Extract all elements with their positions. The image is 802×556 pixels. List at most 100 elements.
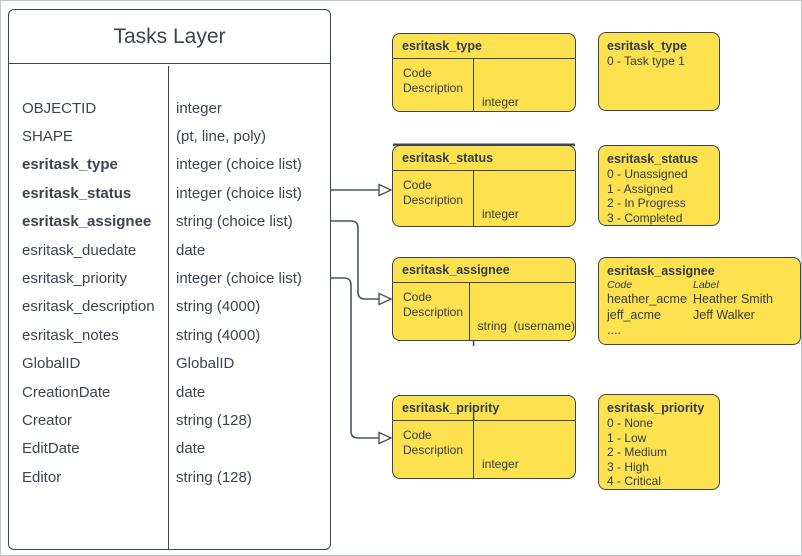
field-type: integer <box>482 207 519 221</box>
field-type: integer (choice list) <box>176 156 302 174</box>
column-header-code: Code <box>607 279 633 291</box>
field-name: Description <box>403 192 464 207</box>
field-type: string (4000) <box>176 298 261 316</box>
field-type: string (choice list) <box>176 213 293 231</box>
field-name: esritask_notes <box>22 326 119 344</box>
field-name: esritask_type <box>22 156 118 174</box>
value-cell <box>693 323 792 339</box>
field-type: integer (choice list) <box>176 184 302 202</box>
value-cell: .... <box>607 323 621 337</box>
value-table: heather_acme Heather Smith jeff_acme Jeff W… <box>607 292 792 339</box>
field-type: date <box>176 241 206 259</box>
field-name: Creator <box>22 411 73 429</box>
domain-box-esritask-status[interactable]: esritask_status Code Description integer… <box>392 145 576 227</box>
field-type: string (128) <box>176 468 252 486</box>
field-name: esritask_priority <box>22 269 128 287</box>
value-line: 1 - Assigned <box>607 181 674 196</box>
field-name: esritask_status <box>22 184 132 202</box>
value-line: 0 - Unassigned <box>607 167 688 181</box>
field-name: esritask_description <box>22 298 155 316</box>
tasks-layer-field-row: Editor string (128) <box>9 464 330 492</box>
value-box-esritask-type[interactable]: esritask_type 0 - Task type 1 <box>598 32 720 111</box>
domain-box-title: esritask_priority <box>393 396 575 421</box>
value-row: heather_acme Heather Smith <box>607 292 792 308</box>
field-name: esritask_duedate <box>22 241 137 259</box>
tasks-layer-field-row: esritask_duedate date <box>9 237 330 265</box>
value-line: 2 - In Progress <box>607 196 686 211</box>
value-box-title: esritask_assignee <box>607 264 715 278</box>
value-line: 1 - Low <box>607 430 647 445</box>
value-row: jeff_acme Jeff Walker <box>607 308 792 324</box>
value-line: 3 - High <box>607 459 650 474</box>
field-type: string (4000) <box>176 326 261 344</box>
tasks-layer-field-row: GlobalID GlobalID <box>9 350 330 378</box>
field-name: esritask_assignee <box>22 213 152 231</box>
field-type: date <box>176 383 206 401</box>
field-name: Editor <box>22 468 62 486</box>
tasks-layer-title: Tasks Layer <box>9 10 330 64</box>
field-name: Code <box>403 290 432 304</box>
value-line: 0 - None <box>607 416 654 430</box>
value-cell: heather_acme <box>607 292 687 306</box>
tasks-layer-field-row: esritask_description string (4000) <box>9 293 330 321</box>
domain-box-esritask-assignee[interactable]: esritask_assignee Code Description strin… <box>392 257 576 341</box>
domain-box-title: esritask_status <box>393 146 575 171</box>
connector-assignee <box>331 220 379 300</box>
field-name: EditDate <box>22 440 80 458</box>
value-line: 2 - Medium <box>607 445 668 460</box>
field-type: integer <box>176 99 222 117</box>
tasks-layer-field-row: esritask_type integer (choice list) <box>9 151 330 179</box>
value-box-title: esritask_status <box>607 152 699 166</box>
field-type: date <box>176 440 206 458</box>
field-name: SHAPE <box>22 127 73 145</box>
tasks-layer-field-row: esritask_notes string (4000) <box>9 322 330 350</box>
field-name: Code <box>403 178 432 192</box>
domain-box-esritask-type[interactable]: esritask_type Code Description integer s… <box>392 33 576 112</box>
field-name: CreationDate <box>22 383 111 401</box>
value-box-title: esritask_priority <box>607 401 705 415</box>
value-row: .... <box>607 323 792 339</box>
value-cell: jeff_acme <box>607 307 661 322</box>
field-type: string (username) <box>477 319 575 333</box>
field-type: (pt, line, poly) <box>176 127 267 145</box>
field-name: Code <box>403 66 432 80</box>
value-cell: Jeff Walker <box>693 307 755 322</box>
value-cell: Heather Smith <box>693 292 773 306</box>
field-name: OBJECTID <box>22 99 97 117</box>
field-type: integer (choice list) <box>176 269 302 287</box>
field-type: integer <box>482 457 519 471</box>
value-box-title: esritask_type <box>607 39 687 53</box>
field-name: Description <box>403 442 464 457</box>
value-line: 0 - Task type 1 <box>607 54 685 68</box>
field-type: integer <box>482 95 519 109</box>
tasks-layer-column-divider <box>168 65 170 549</box>
field-type: string (128) <box>176 411 252 429</box>
field-name: GlobalID <box>22 355 81 373</box>
column-header-label: Label <box>693 279 719 291</box>
value-box-esritask-assignee[interactable]: esritask_assignee Code Label heather_acm… <box>598 257 801 345</box>
value-line: 4 - Critical <box>607 474 662 489</box>
value-line: 3 - Completed <box>607 210 683 225</box>
domain-box-title: esritask_type <box>393 34 575 59</box>
arrowhead-status <box>378 183 393 197</box>
field-name: Description <box>403 80 464 95</box>
tasks-layer-field-row: esritask_assignee string (choice list) <box>9 208 330 236</box>
tasks-layer-field-row: CreationDate date <box>9 379 330 407</box>
field-type: GlobalID <box>176 355 235 373</box>
tasks-layer-field-row: esritask_status integer (choice list) <box>9 180 330 208</box>
tasks-layer-field-row: esritask_priority integer (choice list) <box>9 265 330 293</box>
connector-priority <box>331 277 379 439</box>
value-list: 0 - Task type 1 <box>607 54 711 69</box>
tasks-layer-field-row: Creator string (128) <box>9 407 330 435</box>
tasks-layer-field-row: OBJECTID integer <box>9 95 330 123</box>
domain-box-esritask-priority[interactable]: esritask_priority Code Description integ… <box>392 395 576 479</box>
value-box-column-headers: Code Label <box>607 279 792 292</box>
arrowhead-assignee <box>378 292 393 306</box>
